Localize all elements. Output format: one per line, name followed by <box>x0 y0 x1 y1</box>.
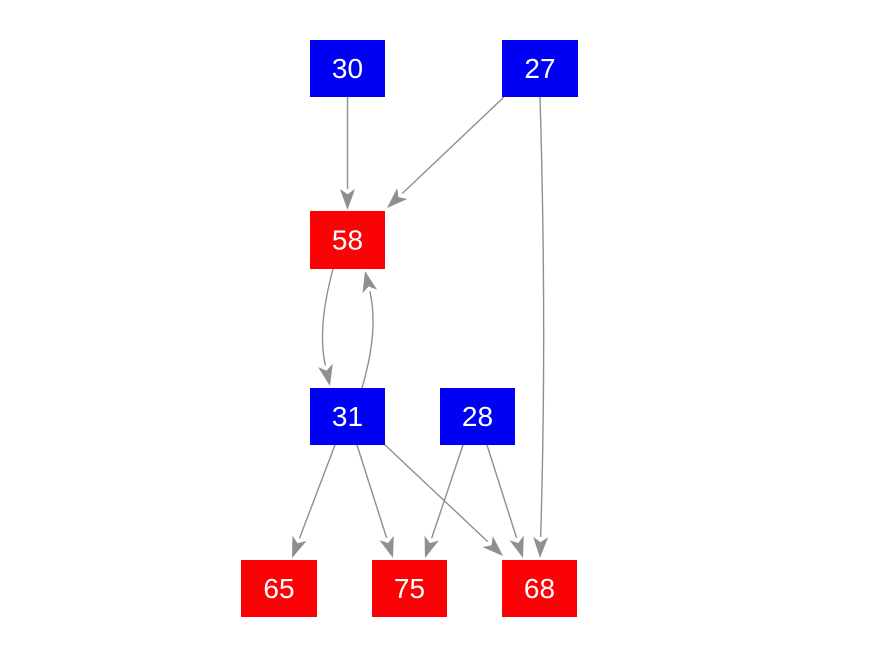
node-label: 30 <box>332 53 363 84</box>
graph-node-27: 27 <box>502 40 578 97</box>
edge-line <box>383 443 489 543</box>
arrowhead-icon <box>509 535 524 558</box>
graph-node-68: 68 <box>502 560 577 617</box>
graph-node-28: 28 <box>440 388 515 445</box>
node-label: 27 <box>524 53 555 84</box>
edge-line <box>298 444 336 539</box>
edge-line <box>401 96 505 195</box>
arrowhead-icon <box>482 536 503 556</box>
edge-line <box>321 268 334 366</box>
graph-edge-31-75 <box>356 444 394 558</box>
node-label: 68 <box>524 573 555 604</box>
edge-line <box>486 444 518 539</box>
node-label: 58 <box>332 225 363 256</box>
node-box <box>310 388 385 445</box>
node-label: 31 <box>332 401 363 432</box>
arrowhead-icon <box>318 363 333 386</box>
arrowhead-icon <box>379 535 394 558</box>
edge-line <box>361 291 374 389</box>
node-label: 28 <box>462 401 493 432</box>
arrowhead-icon <box>424 535 439 558</box>
arrowhead-icon <box>362 271 378 294</box>
graph-edge-27-68 <box>533 96 549 558</box>
graph-edge-27-58 <box>387 96 505 208</box>
arrowhead-icon <box>533 536 549 558</box>
node-box <box>372 560 447 617</box>
graph-node-75: 75 <box>372 560 447 617</box>
node-box <box>310 211 385 269</box>
node-box <box>502 560 577 617</box>
arrowhead-icon <box>340 189 355 210</box>
graph-edge-30-58 <box>340 97 355 210</box>
arrowhead-icon <box>387 188 408 208</box>
node-box <box>241 560 317 617</box>
node-box <box>502 40 578 97</box>
graph-edge-28-68 <box>486 444 524 558</box>
graph-edge-28-75 <box>424 444 464 558</box>
graph-node-58: 58 <box>310 211 385 269</box>
graph-node-30: 30 <box>310 40 385 97</box>
edge-line <box>539 96 545 538</box>
arrowhead-icon <box>292 535 307 558</box>
edge-line <box>431 444 464 539</box>
graph-node-31: 31 <box>310 388 385 445</box>
graph-edge-31-68 <box>383 443 503 556</box>
edge-line <box>356 444 388 539</box>
graph-edge-31-58 <box>361 271 378 389</box>
graph-edge-31-65 <box>292 444 336 558</box>
node-box <box>440 388 515 445</box>
node-label: 65 <box>263 573 294 604</box>
node-box <box>310 40 385 97</box>
graph-node-65: 65 <box>241 560 317 617</box>
graph-edge-58-31 <box>318 268 334 386</box>
node-label: 75 <box>394 573 425 604</box>
